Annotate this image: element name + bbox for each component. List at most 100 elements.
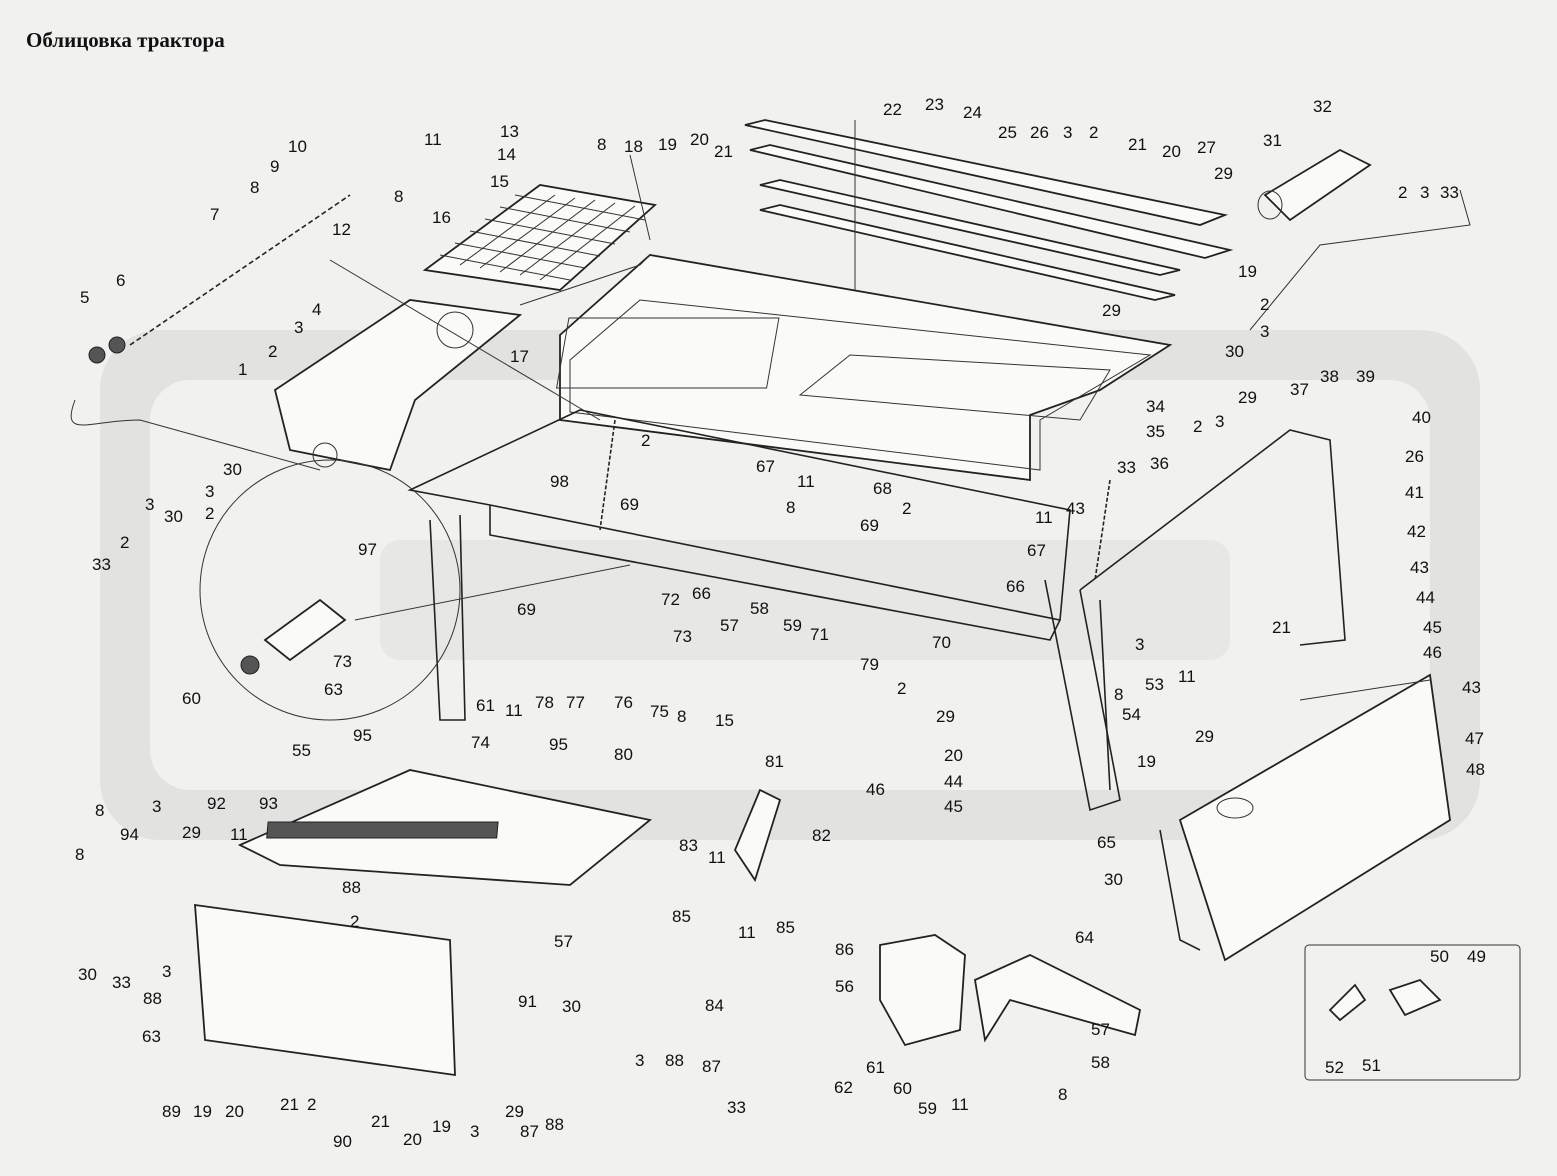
part-label: 8 (1114, 685, 1123, 704)
part-label: 3 (152, 797, 161, 816)
part-label: 77 (566, 693, 585, 712)
part-label: 87 (520, 1122, 539, 1141)
part-label: 97 (358, 540, 377, 559)
part-label: 75 (650, 702, 669, 721)
part-label: 8 (75, 845, 84, 864)
part-label: 21 (1272, 618, 1291, 637)
part-label: 98 (550, 472, 569, 491)
part-label: 3 (470, 1122, 479, 1141)
part-label: 19 (1238, 262, 1257, 281)
part-label: 67 (1027, 541, 1046, 560)
part-label: 30 (78, 965, 97, 984)
part-label: 29 (936, 707, 955, 726)
part-label: 46 (1423, 643, 1442, 662)
part-label: 47 (1465, 729, 1484, 748)
part-label: 2 (268, 342, 277, 361)
part-label: 88 (342, 878, 361, 897)
part-label: 73 (333, 652, 352, 671)
part-label: 66 (692, 584, 711, 603)
part-label: 43 (1066, 499, 1085, 518)
part-label: 26 (1405, 447, 1424, 466)
part-label: 53 (1145, 675, 1164, 694)
part-label: 76 (614, 693, 633, 712)
lower-panel-80 (237, 769, 653, 886)
part-label: 19 (1137, 752, 1156, 771)
part-label: 8 (394, 187, 403, 206)
part-label: 29 (505, 1102, 524, 1121)
part-label: 2 (897, 679, 906, 698)
part-label: 85 (776, 918, 795, 937)
part-label: 22 (883, 100, 902, 119)
leader-lines (70, 120, 1471, 701)
part-label: 30 (1104, 870, 1123, 889)
part-label: 13 (500, 122, 519, 141)
part-label: 81 (765, 752, 784, 771)
part-label: 15 (490, 172, 509, 191)
part-label: 12 (332, 220, 351, 239)
part-label: 74 (471, 733, 490, 752)
part-label: 21 (371, 1112, 390, 1131)
part-label: 89 (162, 1102, 181, 1121)
part-label: 8 (677, 707, 686, 726)
part-label: 9 (270, 157, 279, 176)
radiator-grille-16 (422, 184, 657, 291)
part-label: 94 (120, 825, 139, 844)
part-label: 19 (193, 1102, 212, 1121)
part-label: 25 (998, 123, 1017, 142)
part-label: 40 (1412, 408, 1431, 427)
part-label: 59 (783, 616, 802, 635)
part-label: 24 (963, 103, 982, 122)
part-label: 21 (280, 1095, 299, 1114)
part-label: 17 (510, 347, 529, 366)
part-label: 93 (259, 794, 278, 813)
part-label: 3 (1135, 635, 1144, 654)
hood-frame (407, 409, 1346, 812)
part-labels: 13 14 15 8 18 19 20 21 22 23 24 25 26 3 … (75, 95, 1486, 1151)
part-label: 44 (1416, 588, 1435, 607)
part-label: 5 (80, 288, 89, 307)
part-label: 95 (353, 726, 372, 745)
part-label: 35 (1146, 422, 1165, 441)
part-label: 20 (690, 130, 709, 149)
part-label: 2 (350, 912, 359, 931)
part-label: 61 (476, 696, 495, 715)
part-label: 3 (1063, 123, 1072, 142)
part-label: 2 (641, 431, 650, 450)
part-label: 2 (902, 499, 911, 518)
part-label: 45 (1423, 618, 1442, 637)
part-label: 20 (403, 1130, 422, 1149)
part-label: 60 (893, 1079, 912, 1098)
part-label: 2 (120, 533, 129, 552)
part-label: 18 (624, 137, 643, 156)
part-label: 11 (424, 130, 442, 149)
part-label: 8 (786, 498, 795, 517)
part-label: 49 (1467, 947, 1486, 966)
part-label: 84 (705, 996, 724, 1015)
part-label: 7 (210, 205, 219, 224)
front-panel-90 (194, 903, 456, 1077)
part-label: 34 (1146, 397, 1165, 416)
part-label: 2 (307, 1095, 316, 1114)
part-label: 2 (1398, 183, 1407, 202)
part-label: 92 (207, 794, 226, 813)
part-label: 54 (1122, 705, 1141, 724)
part-label: 91 (518, 992, 537, 1011)
part-label: 11 (738, 923, 756, 942)
part-label: 10 (288, 137, 307, 156)
part-label: 63 (142, 1027, 161, 1046)
part-label: 3 (294, 318, 303, 337)
part-label: 21 (1128, 135, 1147, 154)
part-label: 33 (112, 973, 131, 992)
part-label: 44 (944, 772, 963, 791)
part-label: 73 (673, 627, 692, 646)
part-label: 8 (250, 178, 259, 197)
part-label: 41 (1405, 483, 1424, 502)
part-label: 11 (708, 848, 726, 867)
part-label: 63 (324, 680, 343, 699)
part-label: 8 (1058, 1085, 1067, 1104)
part-label: 33 (1117, 458, 1136, 477)
part-label: 65 (1097, 833, 1116, 852)
part-label: 88 (665, 1051, 684, 1070)
part-label: 61 (866, 1058, 885, 1077)
part-label: 16 (432, 208, 451, 227)
